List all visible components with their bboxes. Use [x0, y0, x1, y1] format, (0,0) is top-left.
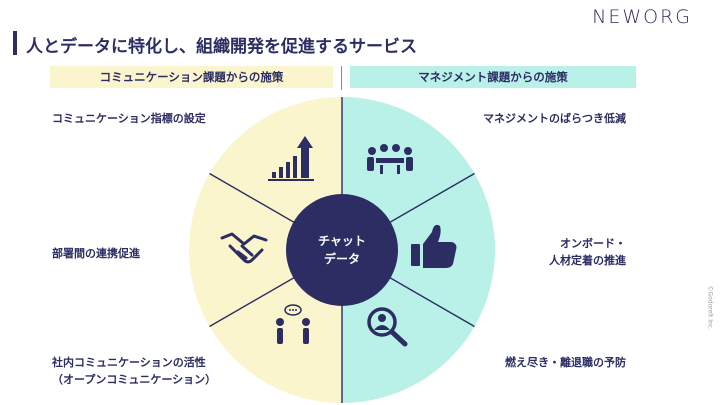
right-item-3: 燃え尽き・離退職の予防: [505, 354, 626, 371]
meeting-icon: [367, 144, 413, 174]
handshake-icon: [220, 232, 268, 264]
title-accent-bar: [13, 31, 17, 55]
right-item-1-text: マネジメントのばらつき低減: [483, 112, 626, 125]
right-item-3-text: 燃え尽き・離退職の予防: [505, 356, 626, 369]
left-category-header: コミュニケーション課題からの施策: [50, 66, 333, 88]
left-item-1: コミュニケーション指標の設定: [52, 110, 206, 127]
left-item-1-text: コミュニケーション指標の設定: [52, 112, 206, 125]
right-item-2: オンボード・ 人材定着の推進: [549, 235, 626, 269]
left-item-2-text: 部署間の連携促進: [52, 247, 140, 260]
neworg-logo: NEWORG: [592, 6, 692, 28]
center-label-line2: データ: [324, 251, 360, 266]
header-divider: [341, 66, 342, 90]
page-title: 人とデータに特化し、組織開発を促進するサービス: [26, 37, 417, 57]
people-chat-icon: [276, 304, 310, 344]
center-label-line1: チャット: [318, 234, 366, 248]
left-item-3-line2: （オープンコミュニケーション）: [52, 373, 217, 386]
search-person-icon: [367, 307, 408, 347]
center-circle: [286, 194, 398, 306]
left-item-3-line1: 社内コミュニケーションの活性: [52, 356, 206, 369]
right-item-1: マネジメントのばらつき低減: [483, 110, 626, 127]
right-item-2-line1: オンボード・: [560, 237, 626, 250]
left-item-3: 社内コミュニケーションの活性 （オープンコミュニケーション）: [52, 354, 216, 388]
copyright-text: ©Godorelt Inc.: [707, 285, 714, 330]
bar-chart-up-icon: [268, 136, 314, 181]
right-category-header: マネジメント課題からの施策: [350, 66, 636, 88]
right-item-2-line2: 人材定着の推進: [549, 254, 626, 267]
left-item-2: 部署間の連携促進: [52, 245, 140, 262]
thumbs-up-icon: [411, 224, 457, 268]
